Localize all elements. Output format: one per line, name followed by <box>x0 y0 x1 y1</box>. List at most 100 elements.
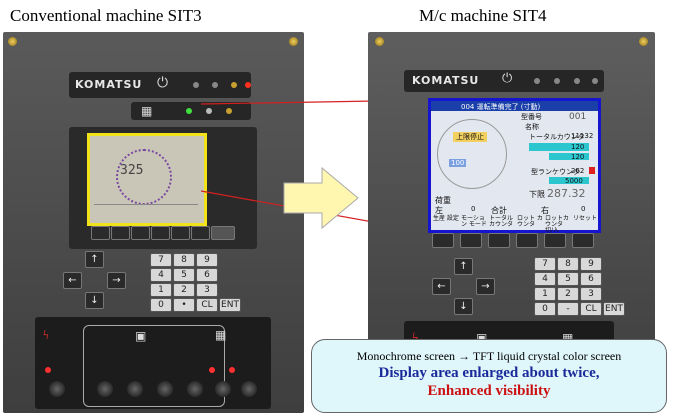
key-8[interactable]: 8 <box>173 253 195 267</box>
key-3[interactable]: 3 <box>580 287 602 301</box>
arrow-right-key[interactable]: → <box>107 272 126 289</box>
key-8[interactable]: 8 <box>557 257 579 271</box>
softkey-5[interactable] <box>544 233 566 248</box>
arrow-up-key[interactable]: ↑ <box>85 251 104 268</box>
top-dead-center-button[interactable]: 上限停止 <box>453 132 487 142</box>
green-led <box>186 108 192 114</box>
komatsu-logo: KOMATSU <box>412 74 480 87</box>
key-clear[interactable]: CL <box>196 298 218 312</box>
key-1[interactable]: 1 <box>534 287 556 301</box>
caption-new-machine: M/c machine SIT4 <box>419 6 547 25</box>
selector-knob[interactable] <box>215 381 231 397</box>
key-6[interactable]: 6 <box>580 272 602 286</box>
key-3[interactable]: 3 <box>196 283 218 297</box>
arrow-shape <box>283 166 359 230</box>
left-load-label: 左 <box>435 206 443 215</box>
key-1[interactable]: 1 <box>150 283 172 297</box>
emergency-icon: ϟ <box>43 327 49 342</box>
softkey-6[interactable] <box>572 233 594 248</box>
power-icon: ⏻ <box>502 71 513 86</box>
key-7[interactable]: 7 <box>534 257 556 271</box>
inch-icon: ▣ <box>135 329 147 343</box>
selector-knob[interactable] <box>241 381 257 397</box>
arrow-down-key[interactable]: ↓ <box>85 292 104 309</box>
softkey-4[interactable] <box>151 226 170 240</box>
batch-setting-bar <box>549 153 589 160</box>
arrow-right-key[interactable]: → <box>476 278 495 295</box>
key-enter[interactable]: ENT <box>219 298 241 312</box>
key-0[interactable]: 0 <box>150 298 172 312</box>
tft-softkey-label-1: 生産 設定 <box>433 215 459 222</box>
inch-icon: ▣ <box>476 331 488 345</box>
key-2[interactable]: 2 <box>173 283 195 297</box>
screw-icon <box>289 37 298 46</box>
status-led <box>206 108 212 114</box>
softkey-3[interactable] <box>488 233 510 248</box>
key-minus[interactable]: - <box>557 302 579 316</box>
total-load-label: 合計 <box>491 206 507 215</box>
softkey-3[interactable] <box>131 226 150 240</box>
motion-value: 100 <box>449 159 467 167</box>
key-0[interactable]: 0 <box>534 302 556 316</box>
status-led <box>592 78 598 84</box>
key-dot[interactable]: • <box>173 298 195 312</box>
alarm-led <box>245 82 251 88</box>
mode-bar: ▦ <box>131 102 251 120</box>
key-7[interactable]: 7 <box>150 253 172 267</box>
select-key[interactable] <box>211 226 235 240</box>
selector-knob[interactable] <box>187 381 203 397</box>
key-2[interactable]: 2 <box>557 287 579 301</box>
softkey-2[interactable] <box>111 226 130 240</box>
selector-knob[interactable] <box>127 381 143 397</box>
softkey-4[interactable] <box>516 233 538 248</box>
selector-knob[interactable] <box>157 381 173 397</box>
key-4[interactable]: 4 <box>150 268 172 282</box>
red-led <box>229 367 235 373</box>
softkey-1[interactable] <box>432 233 454 248</box>
key-9[interactable]: 9 <box>196 253 218 267</box>
arrow-left-key[interactable]: ← <box>63 272 82 289</box>
screw-icon <box>8 37 17 46</box>
tft-softkey-label-4: ロット カウンタ <box>517 215 543 228</box>
selector-knob[interactable] <box>97 381 113 397</box>
tft-softkey-label-6: リセット <box>573 215 598 222</box>
key-clear[interactable]: CL <box>580 302 602 316</box>
display-area-text: Display area enlarged about twice, <box>378 365 600 381</box>
arrow-down-key[interactable]: ↓ <box>454 298 473 315</box>
divider <box>94 204 198 205</box>
total-counter-label: トータルカウンタ <box>529 133 585 141</box>
key-5[interactable]: 5 <box>173 268 195 282</box>
status-led <box>554 78 560 84</box>
name-label: 名称 <box>525 123 539 131</box>
softkey-1[interactable] <box>91 226 110 240</box>
key-4[interactable]: 4 <box>534 272 556 286</box>
mode-selector-frame <box>83 325 225 407</box>
key-9[interactable]: 9 <box>580 257 602 271</box>
tft-softkey-label-3: トータル カウンタ <box>489 215 514 228</box>
key-6[interactable]: 6 <box>196 268 218 282</box>
red-led <box>209 367 215 373</box>
summary-callout: Monochrome screen → TFT liquid crystal c… <box>311 339 667 413</box>
status-led <box>193 82 199 88</box>
softkey-5[interactable] <box>171 226 190 240</box>
key-enter[interactable]: ENT <box>603 302 625 316</box>
komatsu-logo: KOMATSU <box>75 78 143 91</box>
mode-icon: ▦ <box>141 104 153 118</box>
sit3-control-panel: KOMATSU ⏻ ▦ 325 ↑ ← → ↓ 7 8 9 4 5 6 1 2 … <box>3 32 304 413</box>
selector-knob[interactable] <box>49 381 65 397</box>
red-led <box>45 367 51 373</box>
alert-badge <box>589 167 595 174</box>
key-5[interactable]: 5 <box>557 272 579 286</box>
status-led <box>226 108 232 114</box>
softkey-6[interactable] <box>191 226 210 240</box>
tft-color-screen: 004 運転準備完了 (寸動) 型番号 001 名称 上限停止 トータルカウンタ… <box>428 98 601 234</box>
softkey-2[interactable] <box>460 233 482 248</box>
lower-control-strip: ϟ ▣ ▦ <box>35 317 271 409</box>
screw-icon <box>375 37 384 46</box>
emergency-icon: ϟ <box>412 331 418 347</box>
arrow-left-key[interactable]: ← <box>432 278 451 295</box>
caption-conventional: Conventional machine SIT3 <box>10 6 202 25</box>
sit4-control-panel: KOMATSU ⏻ 004 運転準備完了 (寸動) 型番号 001 名称 上限停… <box>368 32 655 377</box>
arrow-up-key[interactable]: ↑ <box>454 258 473 275</box>
die-no-label: 型番号 <box>521 113 542 121</box>
